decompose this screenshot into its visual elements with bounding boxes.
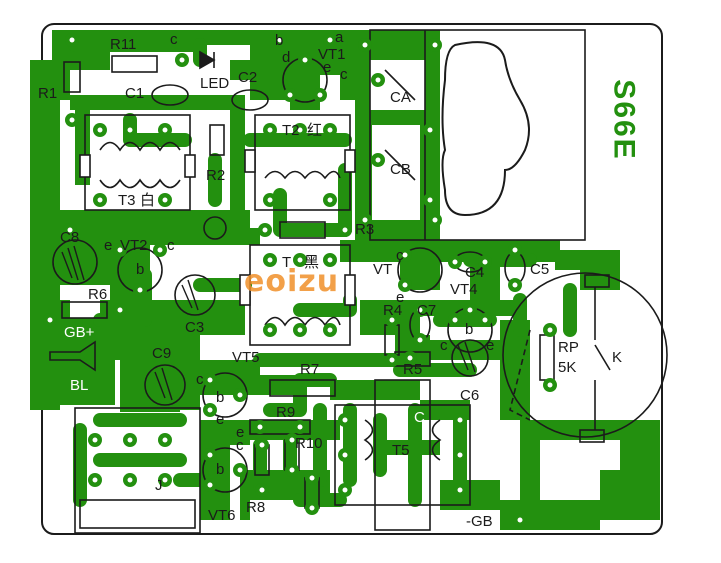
label-black: 黑 [304, 254, 320, 271]
label-b-vt5: b [216, 389, 225, 406]
label-c-vt1: c [340, 66, 348, 83]
label-c-vt3: c [396, 247, 404, 264]
label-a: a [335, 29, 344, 46]
label-e-vt4: e [486, 337, 495, 354]
label-c4: C4 [465, 264, 485, 281]
label-e-vt5: e [216, 411, 225, 428]
mounting-hole [203, 216, 227, 240]
label-e-vt3: e [396, 289, 405, 306]
label-c1: C1 [125, 85, 145, 102]
label-t1: T [282, 254, 292, 271]
label-vt1: VT1 [318, 46, 346, 63]
label-cb: CB [390, 161, 411, 178]
label-r6: R6 [88, 286, 108, 303]
t5-outline [334, 404, 471, 506]
label-k: K [612, 349, 623, 366]
label-t3: T3 [118, 192, 136, 209]
c9-outline [144, 364, 186, 406]
label-c-vt4: c [440, 337, 448, 354]
tuning-cap-cam [441, 41, 530, 217]
label-r9: R9 [276, 404, 296, 421]
rp-outline [502, 272, 668, 438]
label-gb-plus: GB+ [64, 324, 95, 341]
label-vt3: VT [373, 261, 393, 278]
r3-outline [279, 221, 326, 239]
silkscreen-layer [49, 29, 668, 534]
label-r3: R3 [355, 221, 375, 238]
label-c3: C3 [185, 319, 205, 336]
label-b-vt4: b [465, 321, 474, 338]
label-r8: R8 [246, 499, 266, 516]
copper-traces [68, 38, 577, 507]
label-5k: 5K [558, 359, 577, 376]
model-number: S66E [604, 60, 644, 180]
c3-outline [174, 274, 216, 316]
jack-outline [74, 407, 201, 534]
label-white: 白 [140, 192, 156, 209]
label-b-top: b [275, 32, 284, 49]
label-c5: C5 [530, 261, 550, 278]
label-c2: C2 [238, 69, 258, 86]
label-r11: R11 [110, 36, 137, 53]
label-vt6: VT6 [208, 507, 236, 524]
label-r4: R4 [383, 302, 403, 319]
r1-outline [63, 61, 81, 93]
label-led: LED [200, 75, 230, 92]
label-e-vt2: e [104, 237, 113, 254]
label-b-vt6: b [216, 461, 225, 478]
label-r10: R10 [295, 435, 323, 452]
vt3-outline [397, 247, 443, 293]
tuning-cap-outline [369, 29, 586, 241]
label-c-vt6: c [236, 437, 244, 454]
label-c-vt5: c [196, 371, 204, 388]
pad-holes [47, 37, 553, 523]
label-c6: C6 [460, 387, 480, 404]
c1-outline [151, 84, 189, 106]
label-ca: CA [390, 89, 411, 106]
label-r1: R1 [38, 85, 58, 102]
c6-outline [451, 339, 489, 377]
label-c7: C7 [417, 302, 437, 319]
label-r5: R5 [403, 361, 423, 378]
r6-outline [61, 301, 108, 319]
label-vt4: VT4 [450, 281, 478, 298]
label-e-vt6: e [236, 424, 245, 441]
label-c9: C9 [152, 345, 172, 362]
label-r2: R2 [206, 167, 226, 184]
speaker-symbol [49, 340, 96, 372]
label-vt2: VT2 [120, 237, 148, 254]
label-b-vt2: b [136, 261, 145, 278]
label-c-top: c [170, 31, 178, 48]
led-symbol [199, 50, 216, 70]
r11-outline [111, 55, 158, 73]
r2-outline [209, 124, 225, 156]
label-gb-minus: -GB [466, 513, 493, 530]
label-e-vt1: e [323, 59, 332, 76]
cap-hatches [61, 245, 476, 401]
c8-outline [52, 239, 98, 285]
label-t5: T5 [392, 442, 410, 459]
label-r7: R7 [300, 361, 320, 378]
label-red: 红 [307, 122, 323, 139]
r7-outline [269, 379, 336, 397]
label-rp: RP [558, 339, 579, 356]
r9-outline [249, 419, 311, 435]
label-vt5: VT5 [232, 349, 260, 366]
label-d: d [282, 49, 291, 66]
label-c8: C8 [60, 229, 80, 246]
label-c-vt2: c [167, 237, 175, 254]
label-bl: BL [70, 377, 89, 394]
model-number-text: S66E [608, 79, 642, 161]
c2-outline [231, 89, 269, 111]
label-j: J [155, 477, 163, 494]
label-c-mid: C [414, 409, 425, 426]
watermark: eoizu [244, 264, 340, 299]
label-t2: T2 [282, 122, 300, 139]
